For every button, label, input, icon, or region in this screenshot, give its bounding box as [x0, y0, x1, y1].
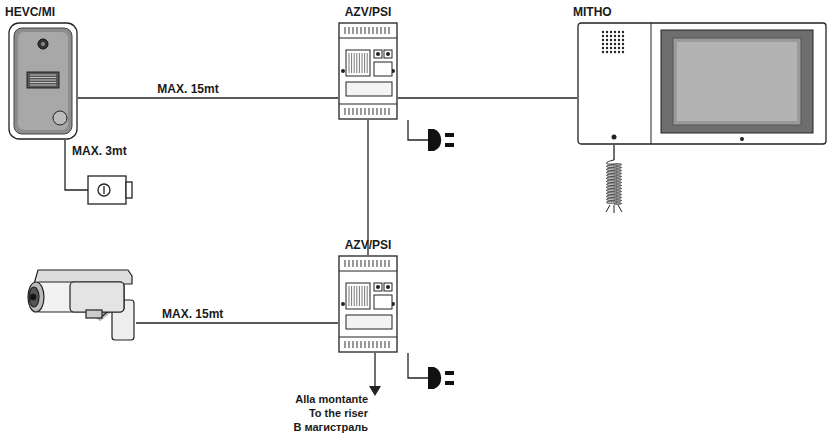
riser-note: Alla montante: [295, 392, 368, 406]
riser-note: To the riser: [309, 406, 368, 420]
device-name: AZV/PSI: [345, 238, 392, 252]
power-supply-module: AZV/PSI: [338, 22, 398, 120]
cctv-camera: [28, 270, 134, 340]
device-drawing: [338, 255, 398, 353]
device-drawing: [8, 22, 78, 140]
electric-lock: [88, 176, 132, 204]
camera-wire: [136, 322, 338, 323]
bus-wire: [78, 98, 338, 99]
power-wire: [408, 120, 428, 140]
cable-length: MAX. 3mt: [72, 144, 127, 158]
power-plug: [428, 367, 454, 389]
bus-wire: [368, 120, 369, 255]
handset-coil: [606, 160, 622, 213]
device-name: AZV/PSI: [345, 5, 392, 19]
cable-length: MAX. 15mt: [162, 307, 223, 321]
handset-cord: [613, 145, 614, 160]
door-panel: HEVC/MI: [8, 22, 78, 140]
power-plug: [428, 129, 454, 151]
bus-wire: [398, 98, 577, 99]
riser-note: В магистраль: [293, 420, 368, 434]
riser-wire: [374, 353, 375, 388]
riser-arrow: [369, 386, 381, 396]
cable-length: MAX. 15mt: [155, 82, 220, 96]
device-drawing: [577, 22, 827, 145]
device-drawing: [338, 22, 398, 120]
power-supply-module: AZV/PSI: [338, 255, 398, 353]
device-name: MITHO: [573, 5, 612, 19]
device-name: HEVC/MI: [5, 5, 55, 19]
power-wire: [408, 353, 428, 378]
video-monitor: MITHO: [577, 22, 827, 145]
